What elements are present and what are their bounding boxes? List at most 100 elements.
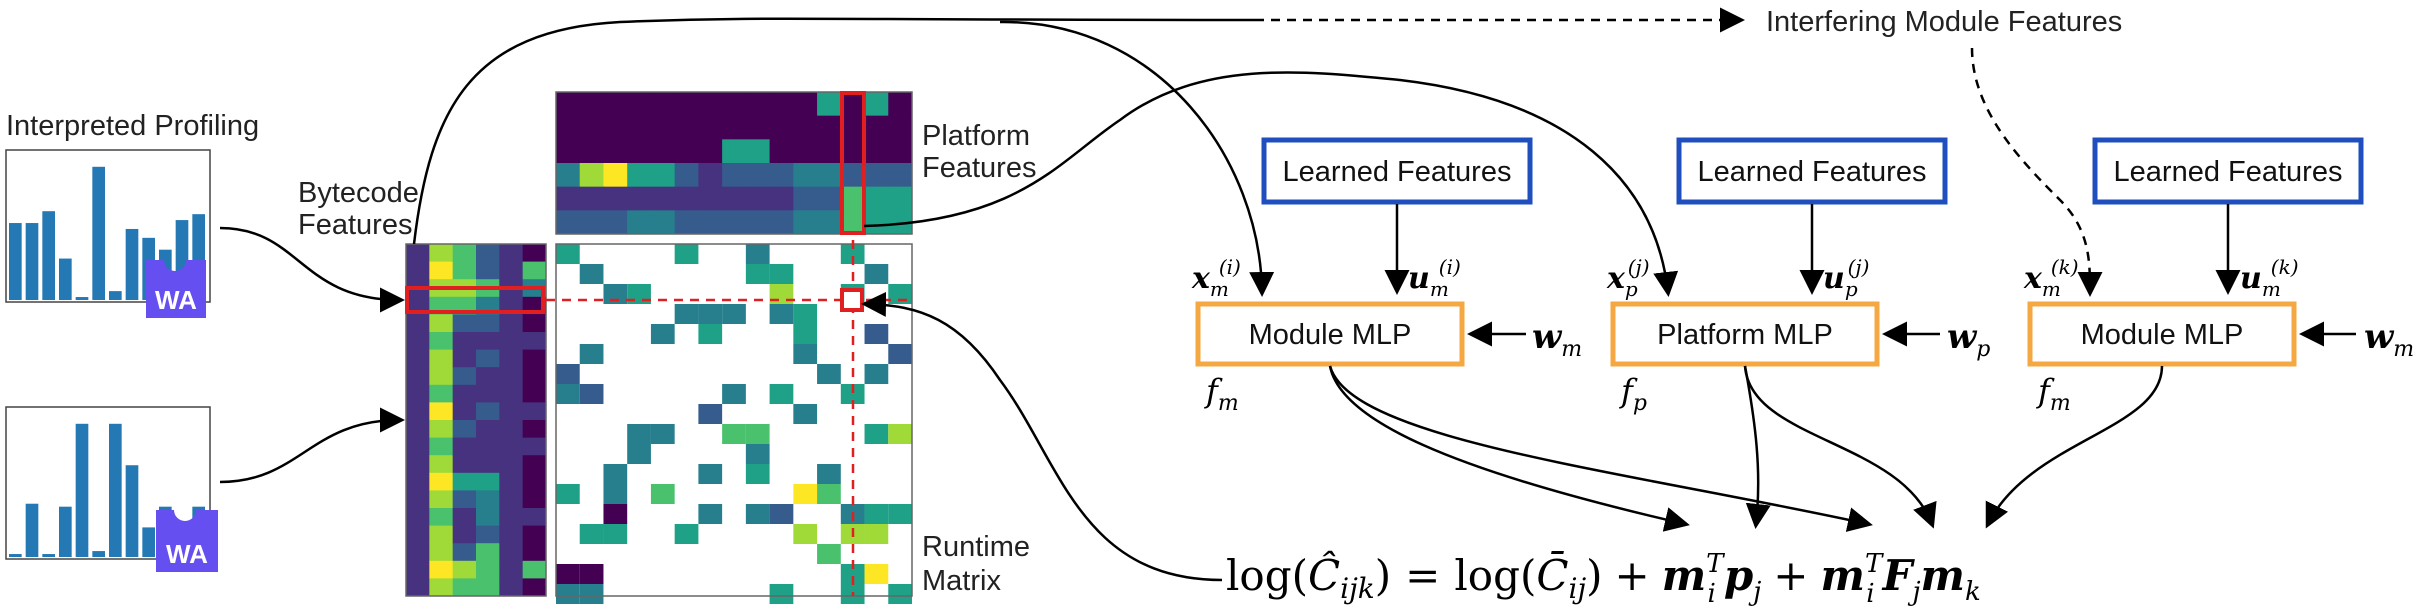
learned-features-box-1: Learned Features	[1261, 137, 1533, 205]
platform-cell	[864, 92, 889, 117]
platform-cell	[888, 163, 913, 188]
arrow-mlp3-to-m-k	[1985, 365, 2164, 529]
bytecode-cell	[452, 349, 477, 368]
profile-chart-2: WA	[5, 406, 218, 572]
runtime-cell	[864, 264, 889, 284]
platform-cell	[769, 210, 794, 235]
module-mlp-label-1: Module MLP	[1249, 319, 1412, 351]
runtime-cell	[840, 244, 865, 264]
runtime-cell	[793, 404, 818, 424]
platform-cell	[840, 139, 866, 164]
bytecode-cell	[429, 560, 454, 579]
runtime-cell	[793, 324, 818, 344]
runtime-cell	[556, 564, 580, 584]
learned-feature-symbol: um(k)	[2240, 255, 2299, 301]
runtime-cell	[745, 264, 770, 284]
runtime-cell	[579, 584, 604, 604]
bytecode-cell	[522, 261, 547, 280]
bytecode-cell	[429, 384, 454, 403]
arrow-profile2-to-bytecode	[219, 407, 405, 484]
bytecode-cell	[476, 314, 500, 333]
bytecode-cell	[406, 314, 430, 333]
platform-cell	[603, 186, 628, 211]
function-symbol: fp	[1619, 372, 1647, 416]
platform-cell	[840, 210, 866, 235]
eq-c-bar: C̄	[1536, 549, 1568, 600]
bytecode-cell	[499, 437, 524, 456]
runtime-cell	[650, 324, 675, 344]
bytecode-cell	[499, 402, 524, 421]
platform-cell	[793, 163, 818, 188]
bytecode-cell	[499, 261, 524, 280]
platform-col-highlight	[840, 91, 866, 235]
platform-cell	[864, 139, 889, 164]
arrow-platform-to-platform-mlp	[863, 71, 1679, 297]
learned-features-label-3: Learned Features	[2114, 156, 2343, 188]
runtime-cell	[603, 524, 628, 544]
bytecode-cell	[406, 349, 430, 368]
platform-cell	[556, 115, 581, 140]
platform-cell	[556, 92, 581, 117]
runtime-cell	[579, 384, 604, 404]
bytecode-cell	[499, 472, 524, 491]
bytecode-cell	[499, 384, 524, 403]
eq-sup-T-1: T	[1706, 549, 1725, 579]
platform-cell	[817, 163, 842, 188]
platform-cell	[650, 186, 676, 211]
platform-cell	[556, 186, 581, 211]
runtime-cell	[698, 464, 723, 484]
module-mlp-box-1: Module MLP	[1195, 301, 1465, 367]
profile-bar	[25, 503, 39, 557]
learned-features-box-2: Learned Features	[1676, 137, 1948, 205]
bytecode-cell	[406, 261, 430, 280]
eq-paren-4: )	[1586, 551, 1602, 600]
bytecode-cell	[522, 402, 547, 421]
bytecode-cell	[429, 420, 454, 439]
profile-bar	[92, 551, 105, 557]
platform-cell	[840, 186, 866, 211]
bytecode-cell	[406, 455, 430, 474]
bytecode-cell	[452, 543, 477, 562]
profile-bar	[25, 223, 39, 300]
bytecode-cell	[406, 472, 430, 491]
bytecode-cell	[406, 420, 430, 439]
platform-cell	[769, 163, 794, 188]
bytecode-cell	[476, 543, 500, 562]
input-feature-symbol: xm(i)	[1191, 255, 1241, 301]
runtime-cell	[556, 364, 580, 384]
module-mlp-box-2: Module MLP	[2027, 301, 2297, 367]
runtime-cell	[556, 484, 580, 504]
bytecode-row-highlight	[405, 286, 545, 314]
runtime-cell	[722, 384, 746, 404]
platform-cell	[722, 139, 747, 164]
bytecode-cell	[522, 490, 547, 509]
bytecode-cell	[452, 314, 477, 333]
platform-cell	[864, 210, 889, 235]
platform-cell	[579, 92, 604, 117]
bytecode-cell	[429, 437, 454, 456]
runtime-cell	[603, 504, 628, 524]
platform-cell	[556, 139, 581, 164]
platform-cell	[603, 92, 628, 117]
platform-cell	[650, 210, 676, 235]
bytecode-cell	[406, 332, 430, 351]
runtime-cell	[745, 244, 770, 264]
runtime-cell	[769, 264, 794, 284]
profile-bar	[59, 258, 72, 300]
platform-cell	[745, 210, 771, 235]
bytecode-cell	[429, 314, 454, 333]
runtime-cell	[722, 304, 746, 324]
platform-cell	[698, 115, 723, 140]
profile-bar	[125, 465, 139, 557]
runtime-cell	[698, 504, 723, 524]
bytecode-cell	[522, 508, 547, 527]
runtime-cell	[745, 504, 770, 524]
runtime-cell	[864, 564, 889, 584]
platform-cell	[722, 186, 747, 211]
bytecode-cell	[476, 244, 500, 263]
bytecode-cell	[499, 244, 524, 263]
platform-cell	[888, 92, 913, 117]
arrow-interfering-to-module-mlp-k	[1970, 47, 2103, 297]
platform-cell	[793, 139, 818, 164]
weights-symbol: wp	[1947, 317, 1990, 362]
